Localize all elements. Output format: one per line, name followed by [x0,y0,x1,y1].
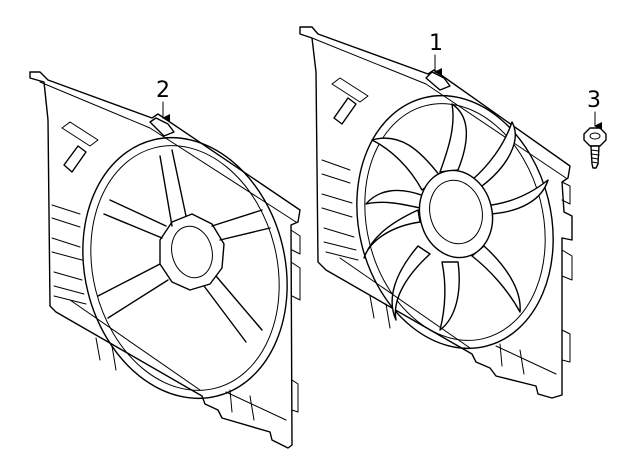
shroud-top-tab [149,117,175,137]
shroud-spokes [97,149,271,343]
callout-2-label: 2 [156,78,170,103]
callout-3-label: 3 [587,88,601,113]
fan-blades [363,103,549,331]
screw-part-3: 3 [583,88,607,169]
shroud-ring-inner [90,145,280,391]
callout-1-label: 1 [429,31,443,56]
shroud-ring-outer [82,136,288,400]
screw-shank [590,145,600,169]
fan-ring-outer [356,94,554,350]
fan-hub-center [429,179,483,245]
fan-hub [418,169,494,259]
fan-ring-inner [364,103,546,341]
screw-head [583,127,607,147]
shroud-frame-outline [29,71,301,449]
fan-assembly-part-1: 1 [299,26,573,399]
fan-shroud-part-2: 2 [29,71,301,449]
fan-frame-outline [299,26,573,399]
fan-top-tab [425,71,451,91]
